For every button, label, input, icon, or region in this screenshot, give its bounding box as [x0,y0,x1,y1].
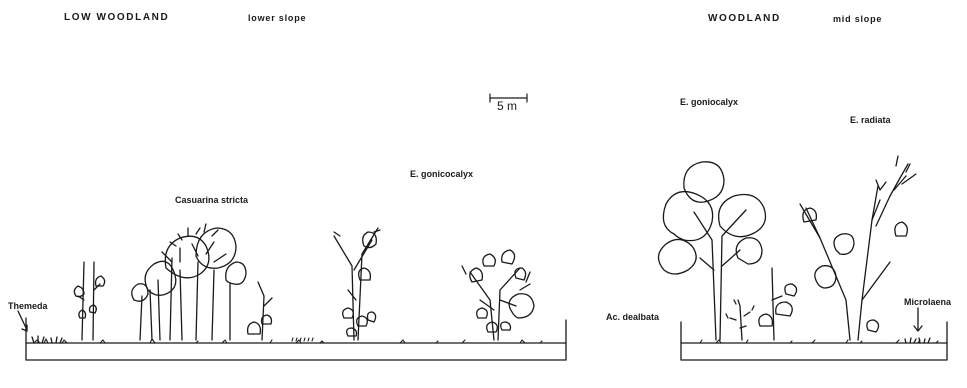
left-ground-profile [26,318,566,360]
right-panel-title: WOODLAND [708,14,781,24]
species-label-casuarina: Casuarina stricta [175,196,248,205]
right-panel-subtitle: mid slope [833,15,882,24]
small-shrub [248,282,272,340]
small-eucalypt-sapling [74,262,104,340]
left-panel-subtitle: lower slope [248,14,306,23]
left-ground-litter [34,338,542,343]
species-label-e-radiata: E. radiata [850,116,891,125]
e-radiata-tree [800,156,916,340]
microlaena-grass [905,338,930,343]
e-goniocalyx-tree-left-2 [462,250,534,340]
casuarina-stricta-group [132,224,246,340]
species-label-acacia-dealbata: Ac. dealbata [606,313,659,322]
left-panel-title: LOW WOODLAND [64,13,169,23]
species-label-microlaena: Microlaena [904,298,951,307]
acacia-dealbata-sapling [726,300,754,340]
understorey-shrub-right-1 [759,268,797,340]
species-label-themeda: Themeda [8,302,48,311]
microlaena-arrow [914,308,922,331]
e-goniocalyx-tree-left-1 [334,228,380,340]
scale-bar-label: 5 m [497,100,517,112]
species-label-e-gonicocalyx-left: E. gonicocalyx [410,170,473,179]
e-goniocalyx-tree-right [658,162,765,340]
species-label-e-goniocalyx-right: E. goniocalyx [680,98,738,107]
